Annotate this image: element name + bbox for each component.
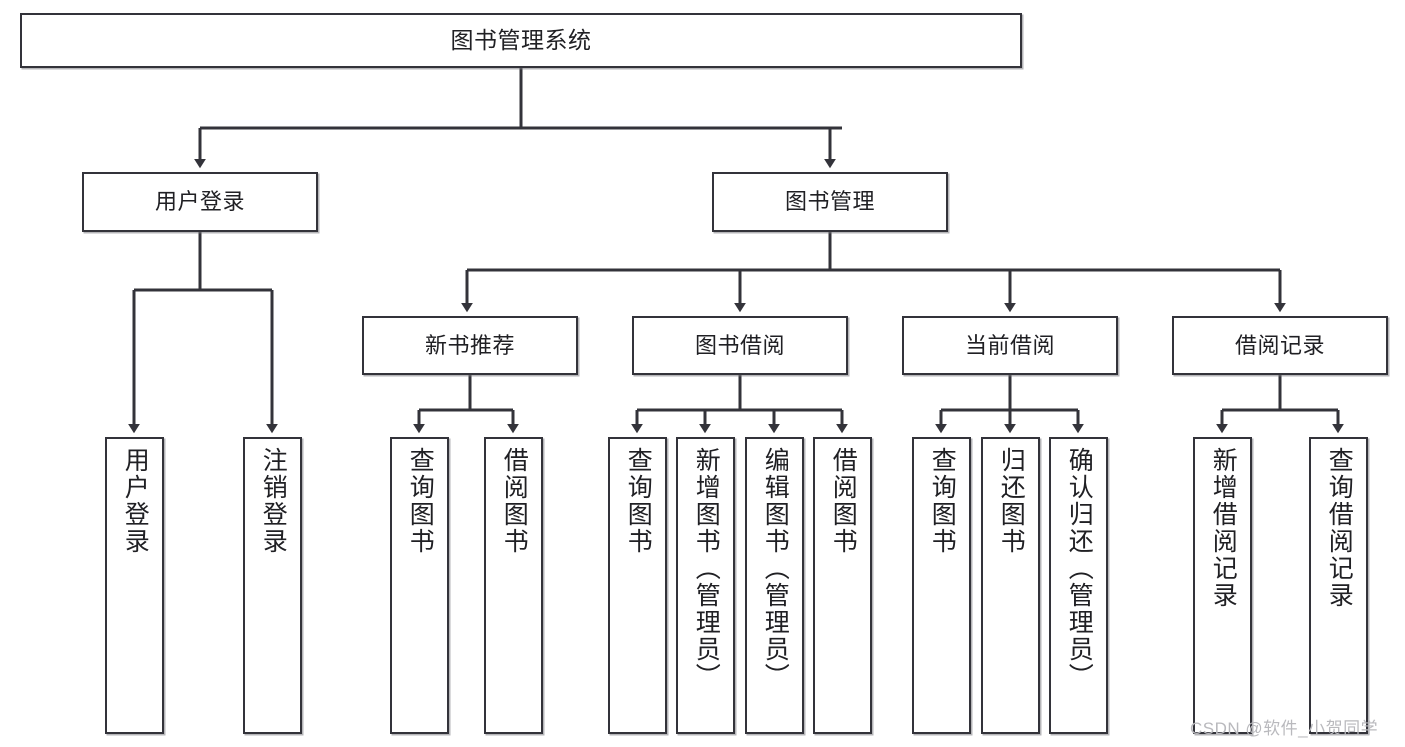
leaf-user-login-signin[interactable]: 用户登录 [105, 437, 164, 734]
node-label: 借阅记录 [1234, 332, 1325, 358]
node-label: 用户登录 [154, 189, 245, 215]
leaf-current-return-book[interactable]: 归还图书 [981, 437, 1040, 734]
node-label: 图书管理系统 [450, 26, 592, 53]
leaf-record-add-record[interactable]: 新增借阅记录 [1193, 437, 1252, 734]
node-label: 新书推荐 [424, 332, 515, 358]
node-book-management[interactable]: 图书管理 [712, 172, 948, 232]
node-label: 查询图书 [624, 447, 653, 555]
node-label: 借阅图书 [500, 447, 529, 555]
node-label: 图书借阅 [694, 332, 785, 358]
node-label: 查询借阅记录 [1325, 447, 1354, 609]
node-label: 新增借阅记录 [1209, 447, 1238, 609]
node-label: 图书管理 [784, 189, 875, 215]
node-label: 归还图书 [997, 447, 1026, 555]
node-label: 查询图书 [928, 447, 957, 555]
node-label: 当前借阅 [964, 332, 1055, 358]
node-label: 查询图书 [406, 447, 435, 555]
leaf-borrow-add-book-admin[interactable]: 新增图书（管理员） [676, 437, 735, 734]
node-user-login[interactable]: 用户登录 [82, 172, 318, 232]
node-label: 用户登录 [121, 447, 150, 555]
leaf-borrow-query-book[interactable]: 查询图书 [608, 437, 667, 734]
node-new-book-recommend[interactable]: 新书推荐 [362, 316, 578, 375]
leaf-borrow-borrow-book[interactable]: 借阅图书 [813, 437, 872, 734]
leaf-record-query-record[interactable]: 查询借阅记录 [1309, 437, 1368, 734]
leaf-recommend-borrow-book[interactable]: 借阅图书 [484, 437, 543, 734]
node-label: 借阅图书 [829, 447, 858, 555]
node-label: 编辑图书（管理员） [761, 447, 790, 690]
node-label: 新增图书（管理员） [692, 447, 721, 690]
node-current-borrow[interactable]: 当前借阅 [902, 316, 1118, 375]
leaf-current-confirm-return-admin[interactable]: 确认归还（管理员） [1049, 437, 1108, 734]
leaf-recommend-query-book[interactable]: 查询图书 [390, 437, 449, 734]
leaf-borrow-edit-book-admin[interactable]: 编辑图书（管理员） [745, 437, 804, 734]
leaf-current-query-book[interactable]: 查询图书 [912, 437, 971, 734]
node-label: 注销登录 [259, 447, 288, 555]
node-label: 确认归还（管理员） [1065, 447, 1094, 690]
node-root-system[interactable]: 图书管理系统 [20, 13, 1022, 68]
node-book-borrow[interactable]: 图书借阅 [632, 316, 848, 375]
csdn-watermark: CSDN @软件_小贺同学 [1190, 719, 1379, 738]
node-borrow-record[interactable]: 借阅记录 [1172, 316, 1388, 375]
leaf-user-login-signout[interactable]: 注销登录 [243, 437, 302, 734]
